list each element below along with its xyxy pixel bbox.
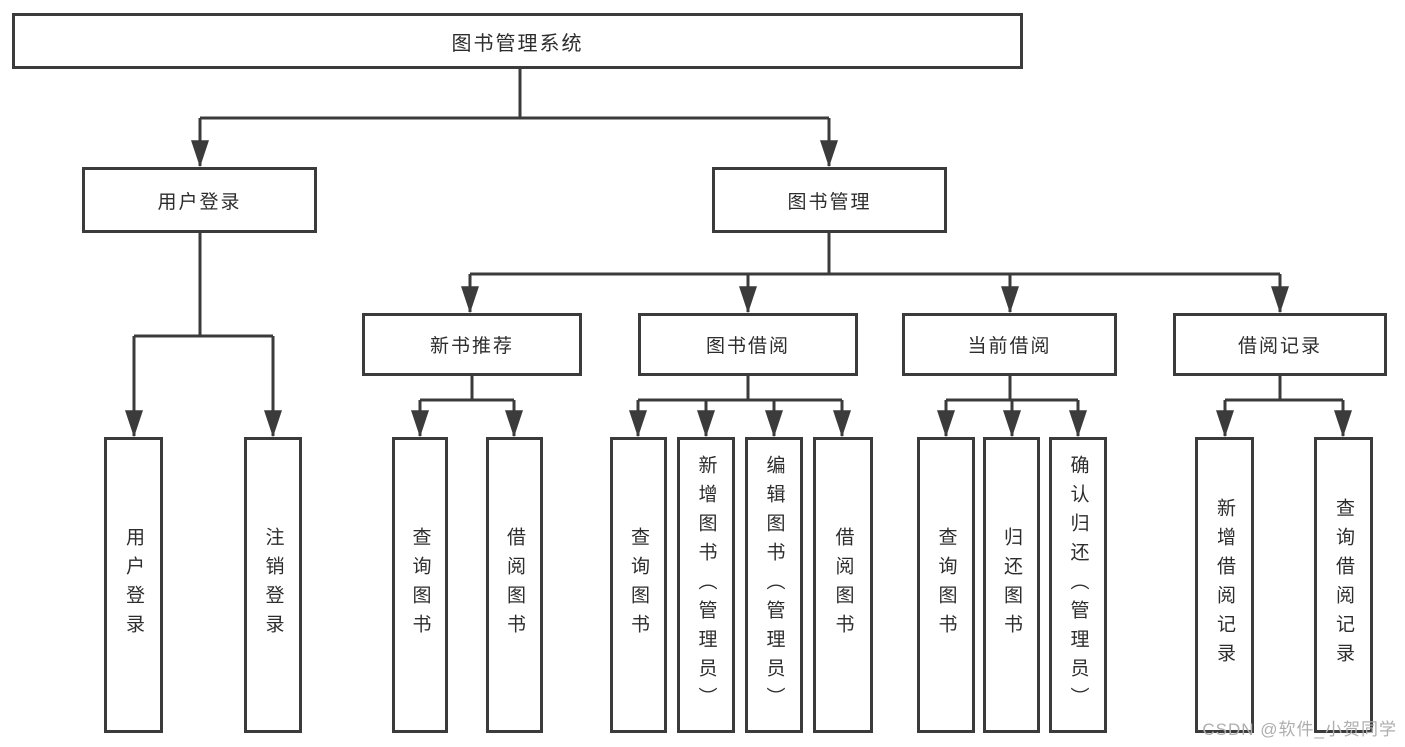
leaf-label: 编辑图书（管理员） bbox=[763, 454, 785, 716]
leaf-newrec-query-book: 查询图书 bbox=[392, 437, 448, 733]
leaf-label: 用户登录 bbox=[123, 527, 144, 643]
leaf-label: 注销登录 bbox=[262, 527, 284, 643]
trunk-book-management bbox=[470, 233, 1280, 276]
node-book-management: 图书管理 bbox=[712, 167, 947, 233]
leaf-current-confirm-return-admin: 确认归还（管理员） bbox=[1049, 437, 1107, 733]
leaf-label: 查询图书 bbox=[409, 527, 431, 643]
leaf-label: 新增借阅记录 bbox=[1214, 498, 1235, 672]
leaf-label: 借阅图书 bbox=[504, 527, 525, 643]
node-borrowing-record: 借阅记录 bbox=[1173, 313, 1387, 376]
leaf-current-query-book: 查询图书 bbox=[917, 437, 975, 733]
csdn-watermark: CSDN @软件_小贺同学 bbox=[1202, 720, 1397, 739]
leaf-borrow-query-book: 查询图书 bbox=[610, 437, 667, 733]
leaf-user-login: 用户登录 bbox=[104, 437, 163, 733]
node-label: 借阅记录 bbox=[1237, 336, 1322, 357]
node-label: 图书管理系统 bbox=[451, 32, 584, 55]
node-user-login: 用户登录 bbox=[82, 167, 317, 233]
node-new-book-recommendation: 新书推荐 bbox=[362, 313, 582, 376]
leaf-label: 查询图书 bbox=[935, 527, 957, 643]
node-label: 当前借阅 bbox=[967, 336, 1052, 357]
leaf-record-add-borrow-record: 新增借阅记录 bbox=[1195, 437, 1254, 733]
node-label: 用户登录 bbox=[157, 191, 242, 213]
leaf-label: 查询图书 bbox=[628, 527, 649, 643]
trunk-user-login bbox=[134, 233, 273, 338]
leaf-label: 查询借阅记录 bbox=[1333, 498, 1354, 672]
leaf-borrow-edit-book-admin: 编辑图书（管理员） bbox=[745, 437, 803, 733]
node-label: 新书推荐 bbox=[429, 336, 514, 357]
leaf-newrec-borrow-book: 借阅图书 bbox=[486, 437, 543, 733]
node-current-borrowing: 当前借阅 bbox=[902, 313, 1117, 376]
leaf-label: 确认归还（管理员） bbox=[1067, 454, 1089, 716]
trunk-root bbox=[200, 69, 829, 120]
node-label: 图书借阅 bbox=[705, 336, 790, 357]
trunk-new-book-recommendation bbox=[420, 376, 514, 402]
node-book-borrowing: 图书借阅 bbox=[638, 313, 858, 376]
leaf-label: 借阅图书 bbox=[832, 527, 854, 643]
leaf-borrow-borrow-book: 借阅图书 bbox=[813, 437, 873, 733]
leaf-logout-login: 注销登录 bbox=[244, 437, 302, 733]
leaf-borrow-add-book-admin: 新增图书（管理员） bbox=[677, 437, 735, 733]
trunk-current-borrowing bbox=[946, 376, 1078, 402]
leaf-label: 归还图书 bbox=[1001, 527, 1022, 643]
trunk-book-borrowing bbox=[638, 376, 842, 402]
leaf-current-return-book: 归还图书 bbox=[983, 437, 1040, 733]
leaf-label: 新增图书（管理员） bbox=[695, 454, 717, 716]
leaf-record-query-borrow-record: 查询借阅记录 bbox=[1314, 437, 1373, 733]
node-label: 图书管理 bbox=[787, 191, 872, 213]
node-library-management-system: 图书管理系统 bbox=[12, 13, 1023, 69]
trunk-borrowing-record bbox=[1225, 376, 1343, 402]
